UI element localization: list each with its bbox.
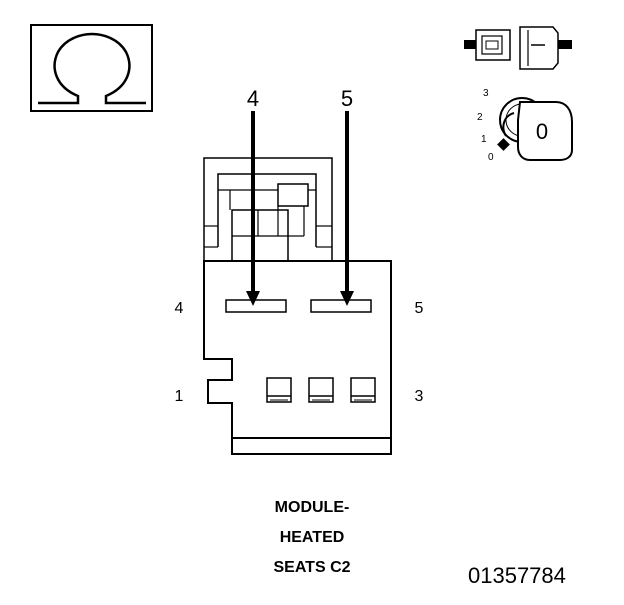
key-label: 0 [536,119,548,144]
ohmmeter-symbol [30,24,153,112]
key-position-label: 0 [488,152,494,163]
terminal-cavity [350,377,376,403]
pin-label-5: 5 [415,300,424,317]
caption-line-3: SEATS C2 [273,559,351,576]
figure-id: 01357784 [468,563,566,588]
probe-arrow-4 [246,111,260,306]
pin-label-4: 4 [175,300,184,317]
caption-line-2: HEATED [279,529,345,546]
terminal-slot-4 [225,299,287,313]
key-position-marker [497,138,510,151]
ignition-switch-icon: 3 2 1 0 0 [477,88,573,163]
ohm-icon [38,32,146,105]
arrow-label-4: 4 [247,86,259,111]
terminal-cavity [266,377,292,403]
probe-arrow-5 [340,111,354,306]
terminal-cavity [308,377,334,403]
caption-line-1: MODULE- [274,499,350,516]
key-position-label: 3 [483,88,489,99]
arrow-label-5: 5 [341,86,353,111]
pin-label-1: 1 [175,388,184,405]
pin-label-3: 3 [415,388,424,405]
terminal-slot-5 [310,299,372,313]
connector-c2 [203,157,392,455]
key-position-label: 1 [481,134,487,145]
key-position-label: 2 [477,112,483,123]
connector-disconnect-icon [464,26,572,70]
